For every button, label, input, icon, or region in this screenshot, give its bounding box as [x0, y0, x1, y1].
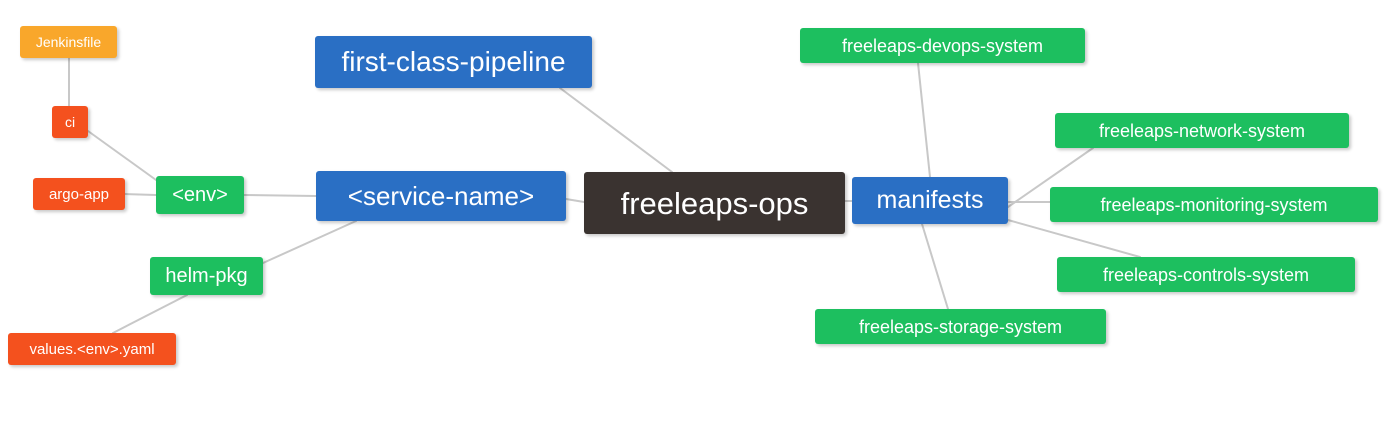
node-label-argo-app: argo-app — [48, 185, 110, 203]
edge-manifests-to-freeleaps-controls-system — [1007, 219, 1141, 258]
node-values-yaml[interactable]: values.<env>.yaml — [8, 333, 176, 365]
node-label-freeleaps-devops-system: freeleaps-devops-system — [841, 35, 1044, 56]
node-label-freeleaps-storage-system: freeleaps-storage-system — [858, 316, 1063, 337]
edge-helm-pkg-to-values-yaml — [112, 294, 188, 334]
node-jenkinsfile[interactable]: Jenkinsfile — [20, 26, 117, 58]
node-label-ci: ci — [64, 114, 76, 130]
node-label-freeleaps-ops: freeleaps-ops — [620, 185, 809, 221]
node-argo-app[interactable]: argo-app — [33, 178, 125, 210]
node-freeleaps-devops-system[interactable]: freeleaps-devops-system — [800, 28, 1085, 63]
node-label-manifests: manifests — [876, 186, 984, 214]
node-freeleaps-ops[interactable]: freeleaps-ops — [584, 172, 845, 234]
node-ci[interactable]: ci — [52, 106, 88, 138]
node-label-first-class-pipeline: first-class-pipeline — [341, 46, 566, 77]
edge-first-class-pipeline-to-freeleaps-ops — [559, 87, 673, 173]
node-first-class-pipeline[interactable]: first-class-pipeline — [315, 36, 592, 88]
node-label-helm-pkg: helm-pkg — [165, 265, 248, 287]
edge-manifests-to-freeleaps-storage-system — [921, 223, 949, 310]
node-service-name[interactable]: <service-name> — [316, 171, 566, 221]
node-label-values-yaml: values.<env>.yaml — [29, 340, 155, 358]
node-env[interactable]: <env> — [156, 176, 244, 214]
node-label-freeleaps-network-system: freeleaps-network-system — [1098, 120, 1306, 141]
node-label-service-name: <service-name> — [347, 181, 535, 211]
node-label-jenkinsfile: Jenkinsfile — [35, 34, 102, 50]
node-freeleaps-storage-system[interactable]: freeleaps-storage-system — [815, 309, 1106, 344]
edge-argo-app-to-env — [124, 193, 157, 196]
edge-service-name-to-helm-pkg — [262, 220, 357, 264]
node-freeleaps-monitoring-system[interactable]: freeleaps-monitoring-system — [1050, 187, 1378, 222]
node-helm-pkg[interactable]: helm-pkg — [150, 257, 263, 295]
edge-env-to-service-name — [243, 194, 317, 197]
node-freeleaps-network-system[interactable]: freeleaps-network-system — [1055, 113, 1349, 148]
node-label-env: <env> — [172, 184, 228, 206]
edge-manifests-to-freeleaps-devops-system — [917, 62, 931, 178]
node-manifests[interactable]: manifests — [852, 177, 1008, 224]
node-freeleaps-controls-system[interactable]: freeleaps-controls-system — [1057, 257, 1355, 292]
edge-ci-to-env — [87, 130, 164, 186]
edge-service-name-to-freeleaps-ops — [565, 198, 585, 203]
node-label-freeleaps-monitoring-system: freeleaps-monitoring-system — [1100, 194, 1328, 215]
node-label-freeleaps-controls-system: freeleaps-controls-system — [1102, 264, 1310, 285]
